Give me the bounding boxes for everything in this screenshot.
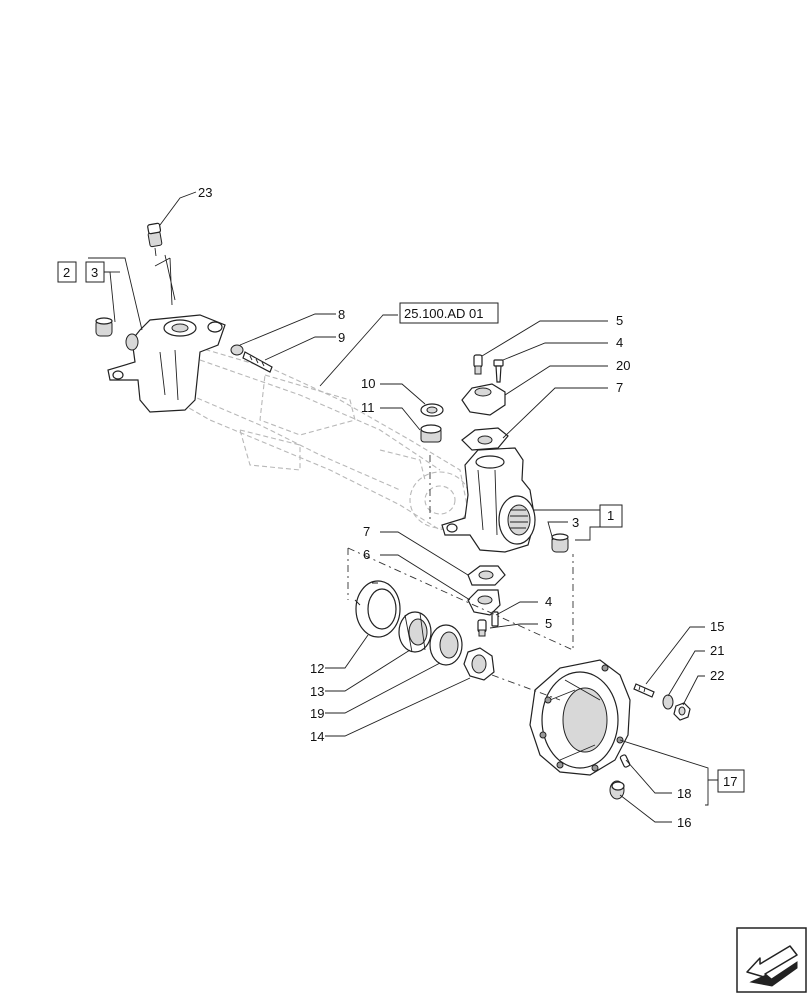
callout-21: 21 [710, 643, 724, 658]
callout-5b: 5 [545, 616, 552, 631]
callout-9: 9 [338, 330, 345, 345]
assembly-outline [347, 455, 574, 701]
leader-lines [88, 191, 718, 823]
callout-6: 6 [363, 547, 370, 562]
callout-13: 13 [310, 684, 324, 699]
callout-11: 11 [361, 400, 375, 415]
callout-7a: 7 [616, 380, 623, 395]
callout-18: 18 [677, 786, 691, 801]
left-steering-knuckle [107, 314, 226, 413]
callout-box-2 [57, 261, 77, 283]
bolt-stud [230, 344, 273, 373]
washer-bushing [420, 403, 444, 443]
callout-box-17 [717, 769, 745, 793]
callout-16: 16 [677, 815, 691, 830]
callout-12: 12 [310, 661, 324, 676]
callout-8: 8 [338, 307, 345, 322]
callout-2: 2 [63, 265, 70, 280]
grease-nipple [147, 222, 176, 306]
wheel-hub-housing [529, 659, 631, 776]
callout-15: 15 [710, 619, 724, 634]
reference-box[interactable] [399, 302, 499, 324]
callout-box-1 [599, 504, 623, 528]
wheel-stud-set [633, 683, 691, 721]
hub-nut [463, 647, 495, 681]
callout-17: 17 [723, 774, 737, 789]
bushing-right [551, 533, 569, 553]
callout-box-3a [85, 261, 105, 283]
callouts: 23 2 3 8 9 25.100.AD 01 10 11 5 4 20 7 7… [57, 185, 745, 830]
callout-1: 1 [607, 508, 614, 523]
callout-22: 22 [710, 668, 724, 683]
bearing-cone [429, 624, 463, 666]
right-steering-knuckle [441, 447, 536, 553]
callout-10: 10 [361, 376, 375, 391]
seal-ring [354, 580, 401, 638]
roller-bearing [398, 611, 432, 653]
upper-kingpin-cap [461, 354, 509, 451]
callout-23: 23 [198, 185, 212, 200]
callout-3b: 3 [572, 515, 579, 530]
lower-kingpin-cap [467, 565, 506, 637]
callout-20: 20 [616, 358, 630, 373]
pin-plug [609, 754, 631, 800]
callout-4a: 4 [616, 335, 623, 350]
callout-3a: 3 [91, 265, 98, 280]
arrow-return-icon[interactable] [736, 927, 807, 993]
callout-19: 19 [310, 706, 324, 721]
callout-4b: 4 [545, 594, 552, 609]
callout-7b: 7 [363, 524, 370, 539]
axle-housing-ghost [174, 344, 471, 531]
callout-5a: 5 [616, 313, 623, 328]
reference-label[interactable]: 25.100.AD 01 [404, 306, 484, 321]
bushing-left [95, 317, 113, 337]
callout-14: 14 [310, 729, 324, 744]
